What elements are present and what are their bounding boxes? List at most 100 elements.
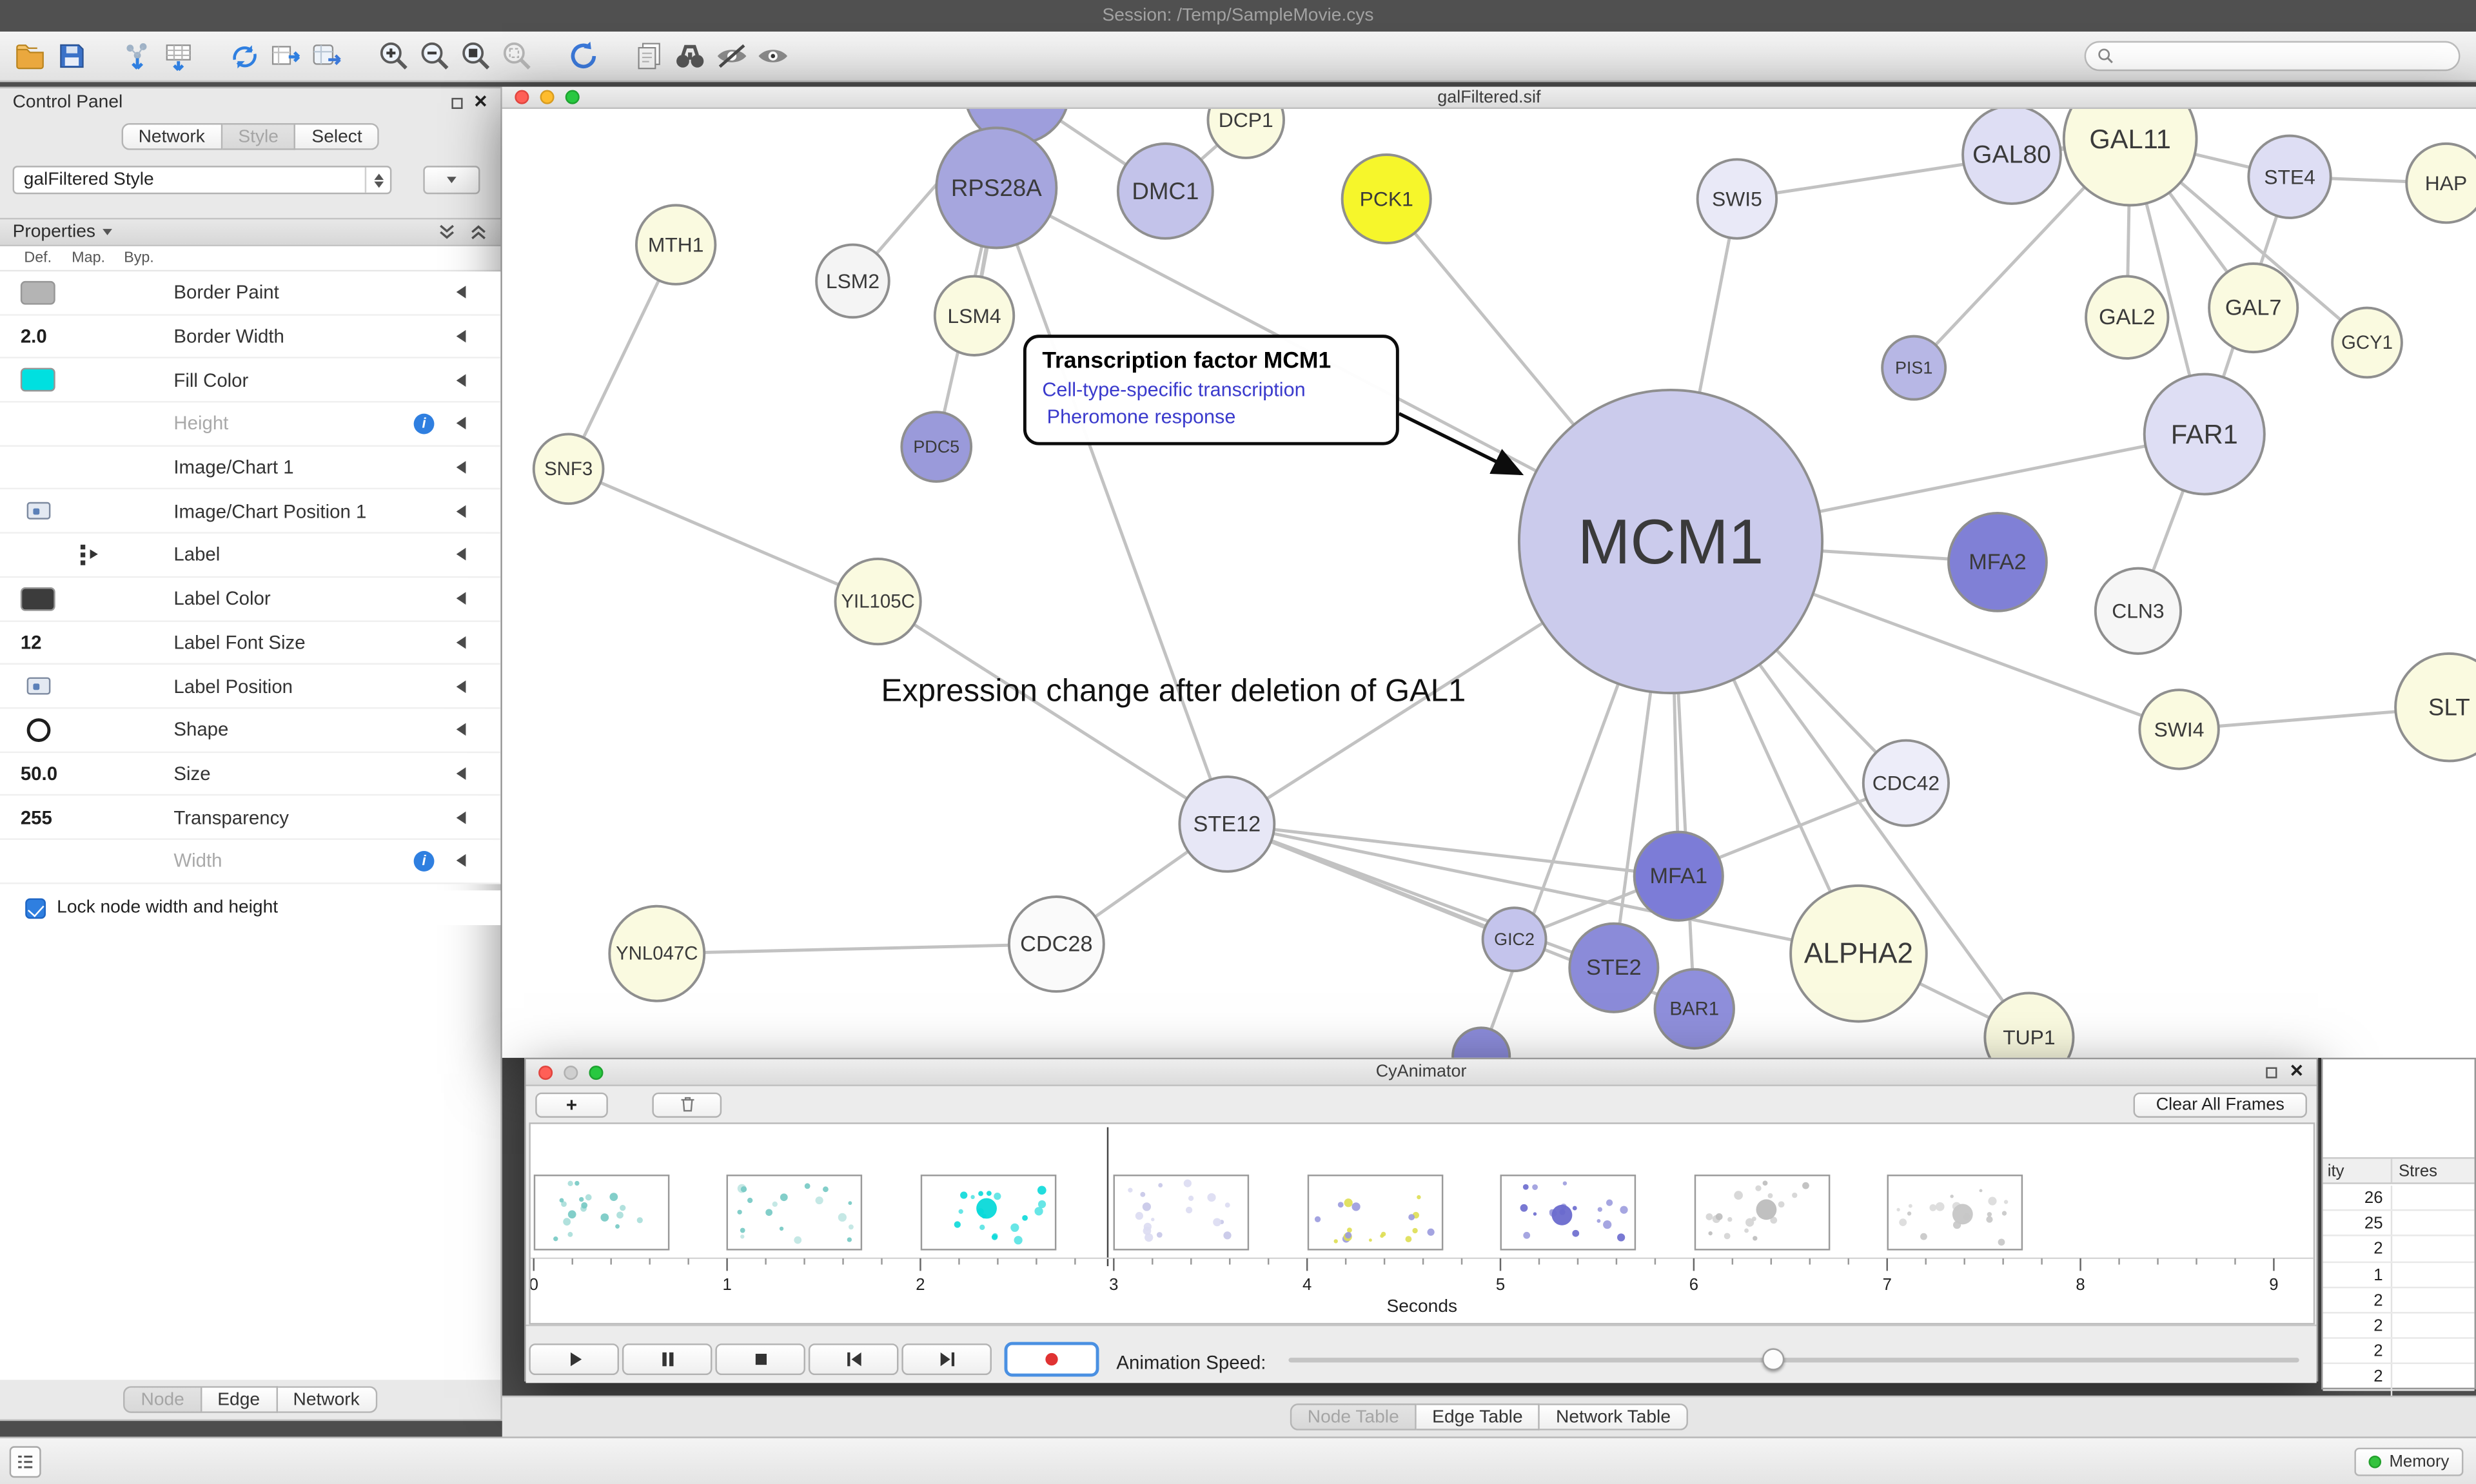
zoom-fit-button[interactable] [455,35,496,77]
property-row-border-paint[interactable]: Border Paint [0,271,501,316]
default-value-swatch[interactable] [20,587,55,610]
close-panel-icon[interactable]: ✕ [473,92,488,112]
expand-row-icon[interactable] [456,810,466,824]
property-row-label[interactable]: Label [0,534,501,578]
export-network-button[interactable] [265,35,306,77]
annotation-box[interactable]: Transcription factor MCM1 Cell-type-spec… [1023,335,1399,445]
node-STE2[interactable] [1568,922,1660,1013]
node-CDC42[interactable] [1862,739,1950,827]
maximize-window-button[interactable] [589,1064,604,1079]
node-SLT[interactable] [2394,652,2476,763]
tab-edge-style[interactable]: Edge [201,1386,277,1413]
expand-row-icon[interactable] [456,373,466,387]
node-YIL105C[interactable] [834,557,922,646]
node-GCY1[interactable] [2331,306,2403,379]
ellipse-shape-icon[interactable] [26,718,50,742]
slider-track[interactable] [1288,1358,2299,1363]
table-row[interactable]: 25 [2323,1211,2475,1237]
skip-end-button[interactable] [901,1343,992,1376]
edge-YIL105C-STE12[interactable] [877,600,1228,826]
annotation-link-2[interactable]: Pheromone response [1046,405,1236,428]
maximize-window-button[interactable] [565,90,580,104]
node-STE12[interactable] [1178,775,1276,873]
new-network-button[interactable] [224,35,266,77]
open-session-button[interactable] [10,35,51,77]
expand-row-icon[interactable] [456,548,466,561]
float-panel-icon[interactable] [2265,1066,2277,1078]
frame-thumbnail-1[interactable] [727,1175,863,1251]
tab-node-style[interactable]: Node [123,1386,202,1413]
save-session-button[interactable] [50,35,92,77]
node-BAR1[interactable] [1653,968,1735,1050]
timeline[interactable]: 0123456789 Seconds [529,1122,2315,1325]
expand-row-icon[interactable] [456,286,466,299]
zoom-in-button[interactable] [373,35,414,77]
node-MTH1[interactable] [634,204,717,286]
playhead[interactable] [1106,1127,1109,1267]
expand-row-icon[interactable] [456,461,466,474]
annotation-link-1[interactable]: Cell-type-specific transcription [1042,378,1306,402]
node-CLN3[interactable] [2094,567,2183,655]
node-ALPHA2[interactable] [1789,884,1928,1023]
property-row-image-chart-1[interactable]: Image/Chart 1 [0,446,501,491]
table-row[interactable]: 26 [2323,1186,2475,1211]
node-hub2[interactable] [1451,1026,1511,1058]
frame-thumbnail-2[interactable] [920,1175,1057,1251]
delete-frame-button[interactable] [652,1091,722,1117]
clear-all-frames-button[interactable]: Clear All Frames [2133,1091,2307,1117]
frame-thumbnail-7[interactable] [1887,1175,2023,1251]
stop-button[interactable] [715,1343,805,1376]
zoom-out-button[interactable] [414,35,455,77]
memory-button[interactable]: Memory [2354,1447,2464,1476]
expand-row-icon[interactable] [456,592,466,605]
node-GAL7[interactable] [2208,262,2299,354]
table-row[interactable]: 1 [2323,1262,2475,1288]
tab-select[interactable]: Select [295,123,380,150]
node-YNL047C[interactable] [608,904,706,1002]
table-row[interactable]: 2 [2323,1236,2475,1263]
property-row-shape[interactable]: Shape [0,708,501,753]
minimize-window-button[interactable] [564,1064,578,1079]
panel-toggle-button[interactable] [9,1446,41,1478]
edge-STE12-MFA1[interactable] [1226,822,1679,878]
node-DMC1[interactable] [1116,142,1214,240]
float-panel-icon[interactable] [451,97,463,108]
node-GAL11[interactable] [2062,108,2198,207]
edge-RPS28A-STE12[interactable] [995,187,1229,825]
node-GAL80[interactable] [1961,108,2062,205]
lock-size-checkbox[interactable] [25,897,46,919]
default-value-swatch[interactable] [20,368,55,392]
search-input[interactable] [2120,46,2448,66]
expand-row-icon[interactable] [456,679,466,692]
edge-SNF3-YIL105C[interactable] [567,467,879,603]
edge-YNL047C-CDC28[interactable] [656,942,1057,955]
properties-header[interactable]: Properties [0,217,501,247]
property-row-label-position[interactable]: Label Position [0,665,501,709]
node-DCP1[interactable] [1206,108,1285,159]
tab-edge-table[interactable]: Edge Table [1416,1403,1540,1430]
table-row[interactable]: 2 [2323,1339,2475,1365]
minimize-window-button[interactable] [540,90,555,104]
node-PDC5[interactable] [900,411,973,483]
cyanimator-titlebar[interactable]: CyAnimator ✕ [526,1059,2317,1086]
node-SWI4[interactable] [2138,688,2220,770]
zoom-selected-button[interactable] [496,35,537,77]
lock-size-row[interactable]: Lock node width and height [0,890,501,926]
show-details-button[interactable] [752,35,793,77]
node-MCM1[interactable] [1517,388,1824,695]
frame-thumbnail-0[interactable] [533,1175,670,1251]
style-selector[interactable]: galFiltered Style [12,166,392,195]
frame-thumbnail-4[interactable] [1307,1175,1443,1251]
node-FAR1[interactable] [2143,373,2266,496]
animation-speed-slider[interactable] [1288,1345,2299,1374]
node-SNF3[interactable] [532,433,605,505]
expand-all-icon[interactable] [469,222,487,241]
hide-details-button[interactable] [711,35,752,77]
export-table-button[interactable] [306,35,348,77]
node-GIC2[interactable] [1481,906,1548,973]
network-window-titlebar[interactable]: galFiltered.sif [502,86,2476,109]
